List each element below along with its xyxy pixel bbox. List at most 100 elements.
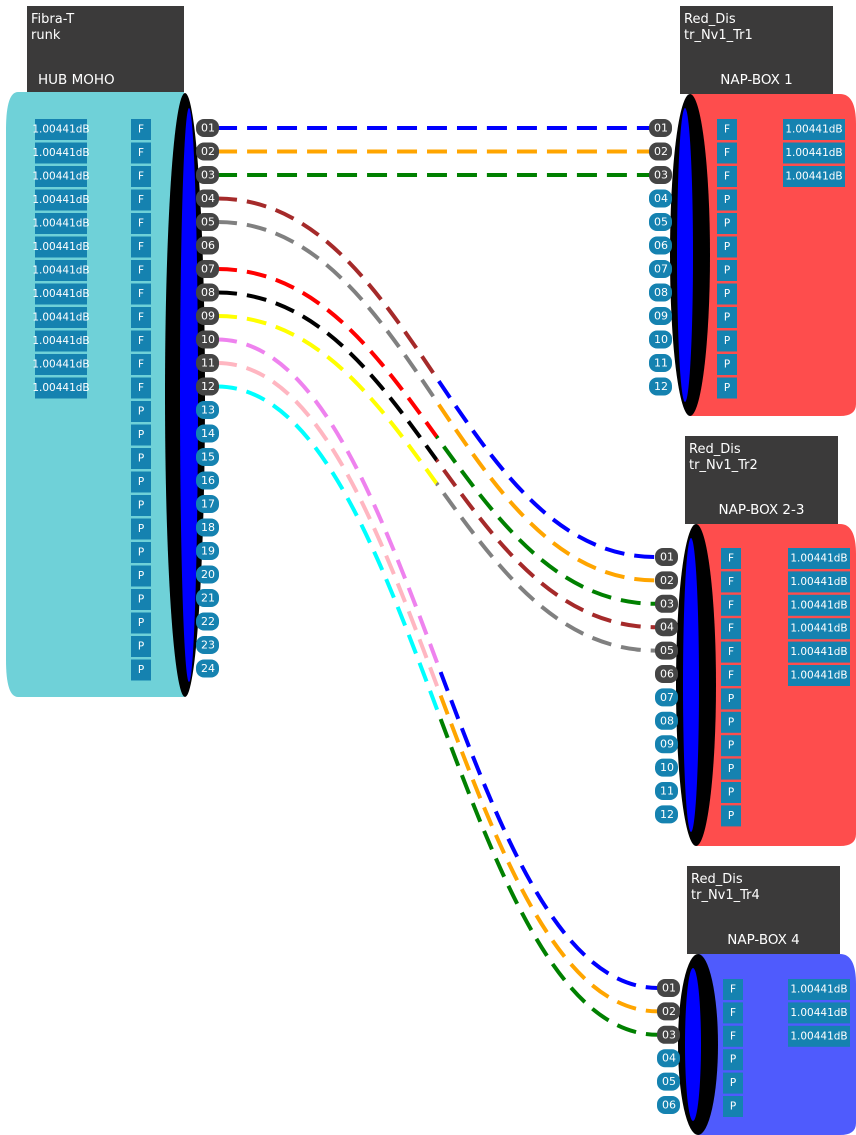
- hub-status-23-bg: [131, 636, 151, 657]
- fiber-link-11: [216, 361, 659, 1014]
- hub-status-11: F: [138, 359, 144, 371]
- hub-port-18-label: 18: [201, 521, 215, 534]
- nap-box-3-port-04-label: 04: [662, 1052, 676, 1065]
- hub-port-24-label: 24: [201, 662, 215, 675]
- nap-box-2-status-6: F: [728, 670, 734, 682]
- nap-box-2-status-5: F: [728, 646, 734, 658]
- hub-cable-title: Fibra-T runk: [31, 12, 75, 43]
- nap-box-4-name: NAP-BOX 4: [727, 932, 800, 948]
- nap-box-4-header: Red_Dis tr_Nv1_Tr4 NAP-BOX 4: [687, 866, 840, 954]
- hub-attenuation-3-bg: [35, 166, 87, 187]
- hub-status-3: F: [138, 171, 144, 183]
- nap-box-2-port-01-badge: [655, 548, 678, 566]
- hub-attenuation-8: 1.00441dB: [32, 288, 89, 300]
- hub-status-1: F: [138, 124, 144, 136]
- hub-status-2: F: [138, 147, 144, 159]
- hub-port-08-label: 08: [201, 286, 215, 299]
- nap-box-2-status-5-bg: [721, 641, 741, 663]
- nap-box-1-status-4: P: [724, 194, 730, 206]
- hub-attenuation-3: 1.00441dB: [32, 171, 89, 183]
- hub-header: Fibra-T runk HUB MOHO: [27, 6, 184, 92]
- hub-attenuation-5-bg: [35, 213, 87, 234]
- hub-status-18: P: [138, 523, 144, 535]
- nap-box-2-attenuation-3: 1.00441dB: [790, 599, 847, 611]
- nap-box-2-port-10-label: 10: [660, 761, 674, 774]
- hub-status-16-bg: [131, 471, 151, 493]
- hub-port-13-label: 13: [201, 404, 215, 417]
- nap-box-1-port-09-label: 09: [654, 310, 668, 323]
- hub-status-14-bg: [131, 424, 151, 446]
- nap-box-3-status-2-bg: [723, 1002, 743, 1024]
- hub-status-22-bg: [131, 612, 151, 634]
- nap-box-2-attenuation-1-bg: [788, 548, 850, 569]
- nap-box-1-port-11-label: 11: [654, 357, 668, 370]
- nap-box-3-port-03-label: 03: [662, 1028, 676, 1041]
- nap-box-2-name: NAP-BOX 2-3: [718, 502, 805, 518]
- nap-box-2-port-04-badge: [655, 618, 678, 637]
- nap-box-2-status-7: P: [728, 693, 734, 705]
- nap-box-4-cable-title: Red_Dis tr_Nv1_Tr4: [691, 872, 760, 903]
- hub-attenuation-1-bg: [35, 119, 87, 140]
- nap-box-2-port-04-label: 04: [660, 621, 674, 634]
- nap-box-2-attenuation-1: 1.00441dB: [790, 553, 847, 565]
- nap-box-2-status-10-bg: [721, 758, 741, 780]
- hub-status-22: P: [138, 617, 144, 629]
- nap-box-3-status-2: F: [730, 1007, 736, 1019]
- nap-box-1-cable-title: Red_Dis tr_Nv1_Tr1: [684, 12, 753, 43]
- nap-box-2-port-05-label: 05: [660, 644, 674, 657]
- nap-box-3-port-01-label: 01: [662, 982, 676, 995]
- nap-box-1-status-9-bg: [717, 307, 737, 328]
- hub-attenuation-10: 1.00441dB: [32, 335, 89, 347]
- equipment-layer: 1.00441dB 1.00441dB 1.00441dB 1.00441dB 1.00…: [6, 92, 856, 1135]
- nap-box-1-status-6-bg: [717, 236, 737, 258]
- nap-box-3-attenuation-2-bg: [788, 1002, 850, 1024]
- nap-box-1-port-03-label: 03: [654, 169, 668, 182]
- nap-box-2-attenuation-6-bg: [788, 665, 850, 686]
- nap-box-1-status-1-bg: [717, 119, 737, 140]
- nap-box-3-port-06-label: 06: [662, 1099, 676, 1112]
- nap-box-2-port-01-label: 01: [660, 551, 674, 564]
- hub-status-3-bg: [131, 166, 151, 187]
- nap-box-1-status-11: P: [724, 359, 730, 371]
- fiber-link-05: [216, 220, 657, 583]
- hub-status-15-bg: [131, 448, 151, 469]
- nap-box-1-port-09-badge: [649, 307, 672, 325]
- nap-box-2-attenuation-4: 1.00441dB: [790, 623, 847, 635]
- hub-status-7-bg: [131, 260, 151, 281]
- hub-port-04-badge: [196, 189, 219, 208]
- hub-attenuation-10-bg: [35, 330, 87, 352]
- hub-status-12-bg: [131, 377, 151, 399]
- nap-box-1-port-02-label: 02: [654, 145, 668, 158]
- fiber-link-08: [216, 290, 657, 630]
- hub-status-10: F: [138, 335, 144, 347]
- hub-attenuation-11: 1.00441dB: [32, 359, 89, 371]
- nap-box-2-port-12-label: 12: [660, 808, 674, 821]
- nap-box-1-status-11-bg: [717, 354, 737, 375]
- hub-status-13-bg: [131, 401, 151, 422]
- hub-status-24-bg: [131, 659, 151, 681]
- fiber-link-12: [216, 384, 659, 1037]
- hub-port-03-label: 03: [201, 169, 215, 182]
- hub-attenuation-5: 1.00441dB: [32, 218, 89, 230]
- hub-status-2-bg: [131, 142, 151, 164]
- nap-box-2-port-07-label: 07: [660, 691, 674, 704]
- nap-box-2-status-10: P: [728, 763, 734, 775]
- fiber-links-layer: [216, 125, 659, 1037]
- nap-box-2-port-08-label: 08: [660, 714, 674, 727]
- nap-box-1-port-04-badge: [649, 189, 672, 208]
- nap-box-2-band: [683, 538, 699, 832]
- hub-status-17: P: [138, 500, 144, 512]
- nap-box-3-status-1: F: [730, 984, 736, 996]
- nap-box-1-status-9: P: [724, 312, 730, 324]
- hub-attenuation-7-bg: [35, 260, 87, 281]
- hub-port-22-label: 22: [201, 615, 215, 628]
- nap-box-2-status-12: P: [728, 810, 734, 822]
- hub-status-21-bg: [131, 589, 151, 610]
- nap-box-3-status-3-bg: [723, 1025, 743, 1047]
- nap-box-1-status-8-bg: [717, 283, 737, 305]
- nap-box-1-port-03-badge: [649, 166, 672, 184]
- nap-box-2-port-06-label: 06: [660, 668, 674, 681]
- nap-box-1-attenuation-1-bg: [783, 119, 845, 140]
- nap-box-2-port-09-label: 09: [660, 738, 674, 751]
